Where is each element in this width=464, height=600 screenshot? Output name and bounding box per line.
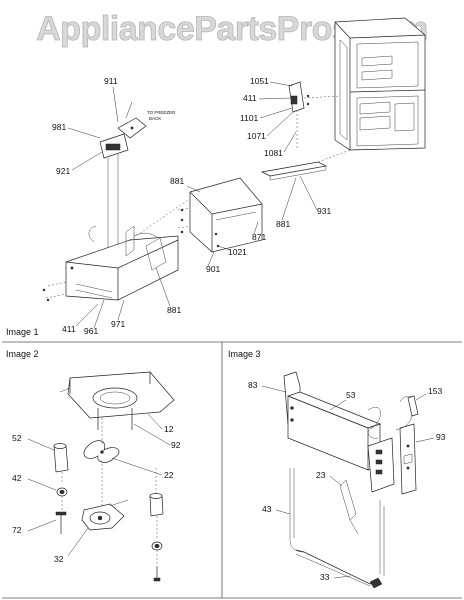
callout-52: 52 [12,433,22,443]
callout-92: 92 [171,440,181,450]
callout-42: 42 [12,473,22,483]
callout-1071: 1071 [247,131,266,141]
panel-label-image-2: Image 2 [6,349,39,359]
sensor-probe [395,395,419,431]
callout-971: 971 [111,319,125,329]
mounting-screw [55,511,67,534]
callout-961: 961 [84,326,98,336]
callout-931: 931 [317,206,331,216]
panel-image-3: Image 3 [228,349,446,589]
callout-881-lower: 881 [167,305,181,315]
callout-1051: 1051 [250,76,269,86]
callout-153: 153 [428,386,442,396]
grommet-left [53,443,69,510]
callout-1081: 1081 [264,148,283,158]
callout-911: 911 [104,76,118,86]
fan-shroud [59,371,175,430]
callout-32: 32 [54,554,64,564]
note-back: BACK [149,116,161,121]
grommet-right [149,468,164,582]
terminal-block [367,407,395,493]
callout-1101: 1101 [240,113,259,123]
fan-motor [81,499,129,531]
callout-12: 12 [164,424,174,434]
callout-901: 901 [206,264,220,274]
callout-1021: 1021 [228,247,247,257]
callout-411-top: 411 [243,93,257,103]
rail-part [260,149,351,181]
callout-23: 23 [316,470,326,480]
callout-72: 72 [12,525,22,535]
callout-881-right: 881 [276,219,290,229]
callout-411-bottom: 411 [62,324,76,334]
callout-871: 871 [252,232,266,242]
right-bracket [399,423,417,495]
callout-53: 53 [346,390,356,400]
callout-981: 981 [52,122,66,132]
panel-label-image-3: Image 3 [228,349,261,359]
panel-label-image-1: Image 1 [6,327,39,337]
callout-33: 33 [320,572,330,582]
callout-881-upper: 881 [170,176,184,186]
callout-921: 921 [56,166,70,176]
heater-channel [283,371,382,471]
drawer-housing [177,177,263,253]
callout-83: 83 [248,380,258,390]
callout-93: 93 [436,432,446,442]
callout-43: 43 [262,504,272,514]
fan-blade [83,418,120,508]
panel-image-1: TO FREEZER BACK 911 981 921 1051 411 110… [6,17,426,337]
duct-cover [42,199,189,302]
refrigerator-cabinet [334,17,426,151]
control-bracket [288,81,341,150]
note-to-freezer: TO FREEZER [147,110,176,115]
wire-harness [289,468,385,589]
panel-image-2: Image 2 [6,349,181,582]
callout-22: 22 [164,470,174,480]
